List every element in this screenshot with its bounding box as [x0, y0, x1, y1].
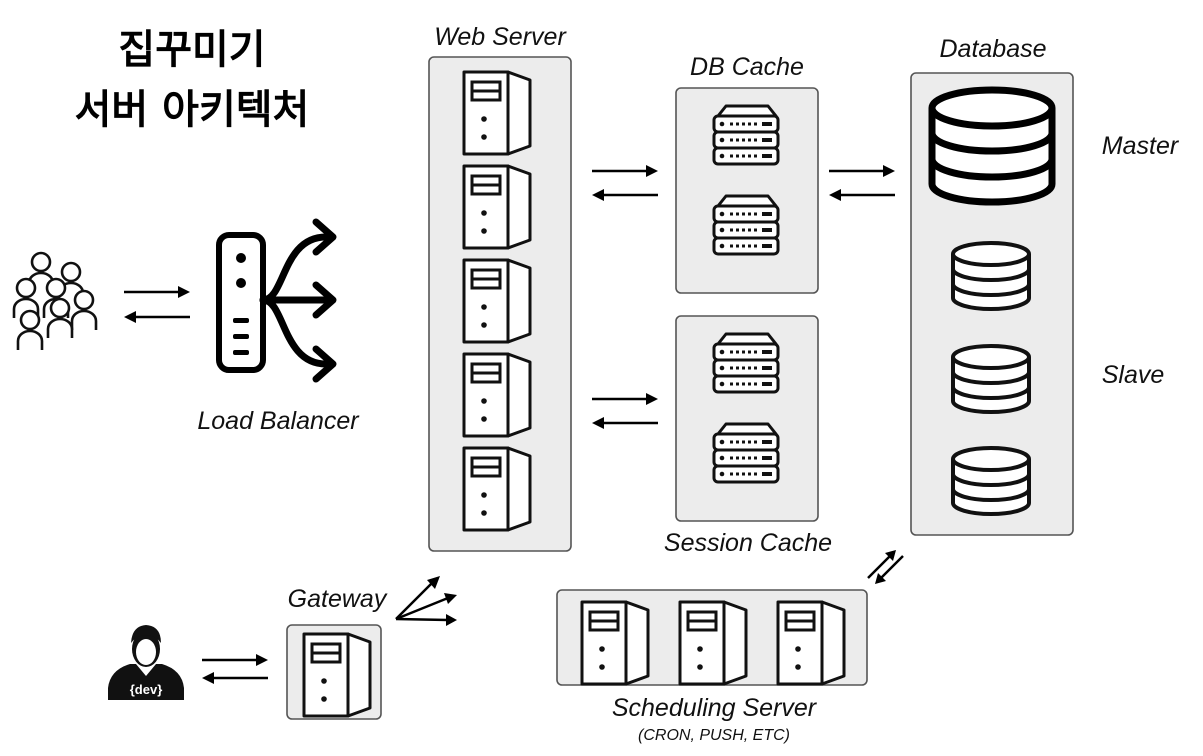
developer-badge: {dev}: [130, 682, 163, 697]
slave-database-icon: [951, 446, 1031, 516]
web-sessioncache-arrows: [592, 393, 658, 429]
web-server-icon: [462, 352, 532, 438]
web-server-label: Web Server: [434, 23, 567, 51]
scheduling-database-arrows: [867, 550, 904, 584]
load-balancer-icon: [216, 218, 337, 383]
web-server-icon: [462, 258, 532, 344]
scheduling-server-icon: [678, 600, 748, 686]
session-cache-group: [675, 315, 819, 522]
rack-server-icon: [712, 194, 780, 256]
rack-server-icon: [712, 422, 780, 484]
web-server-icon: [462, 70, 532, 156]
master-database-icon: [932, 90, 1052, 202]
title-line-2: 서버 아키텍처: [75, 87, 310, 133]
scheduling-note: (CRON, PUSH, ETC): [638, 727, 790, 744]
users-group-icon: [12, 251, 98, 352]
db-cache-label: DB Cache: [690, 53, 804, 81]
slave-label: Slave: [1102, 361, 1165, 389]
web-server-icon: [462, 446, 532, 532]
web-dbcache-arrows: [592, 165, 658, 201]
gateway-server-icon: [302, 632, 372, 718]
slave-database-icon: [951, 344, 1031, 414]
dev-gateway-arrows: [202, 654, 268, 684]
diagram-title: 집꾸미기 서버 아키텍처: [75, 27, 310, 133]
users-lb-arrows: [124, 286, 190, 323]
rack-server-icon: [712, 104, 780, 166]
developer-icon: {dev}: [106, 625, 186, 702]
session-cache-label: Session Cache: [664, 529, 832, 557]
scheduling-server-label: Scheduling Server: [612, 694, 818, 722]
gateway-label: Gateway: [288, 585, 388, 613]
title-line-1: 집꾸미기: [118, 27, 265, 73]
web-server-icon: [462, 164, 532, 250]
database-label: Database: [939, 35, 1046, 63]
scheduling-server-icon: [580, 600, 650, 686]
scheduling-server-icon: [776, 600, 846, 686]
db-cache-group: [675, 87, 819, 294]
load-balancer-label: Load Balancer: [197, 407, 360, 435]
gateway-fan-arrows: [395, 576, 457, 626]
slave-database-icon: [951, 241, 1031, 311]
dbcache-database-arrows: [829, 165, 895, 201]
master-label: Master: [1102, 132, 1180, 160]
rack-server-icon: [712, 332, 780, 394]
